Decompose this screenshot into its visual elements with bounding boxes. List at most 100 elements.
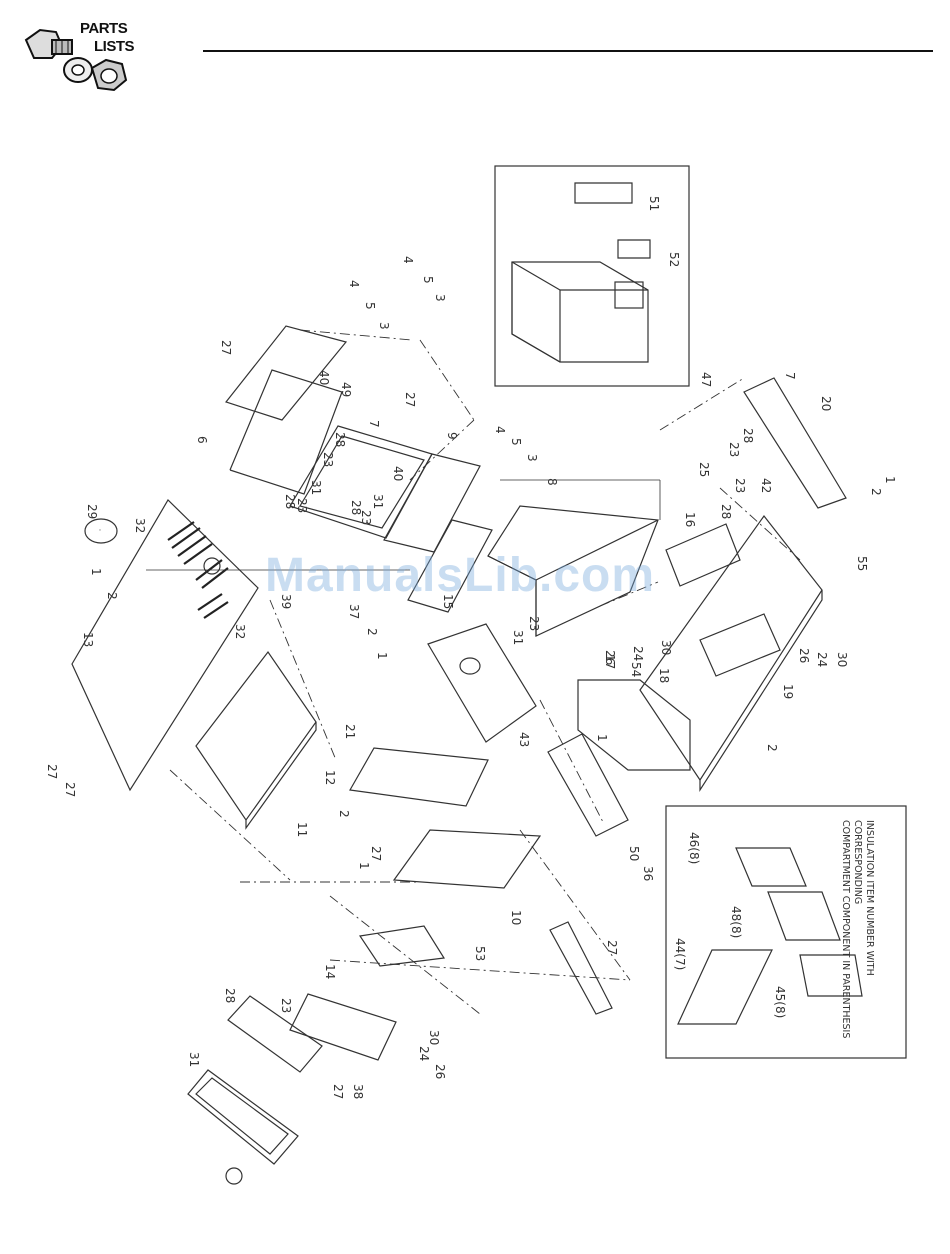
callout-23a: 23	[321, 452, 335, 467]
callout-55: 55	[855, 556, 869, 571]
parts-lists-logo: PARTS LISTS	[22, 18, 135, 104]
callout-18: 43	[517, 732, 531, 747]
duct-18	[427, 623, 537, 743]
callout-27a: 27	[219, 340, 233, 355]
callout-49: 49	[339, 382, 353, 397]
callout-23e: 23	[733, 478, 747, 493]
callout-28c: 28	[349, 500, 363, 515]
watermark: ManualsLib.com	[265, 549, 656, 602]
callout-28d: 28	[741, 428, 755, 443]
insulation-note-line1: INSULATION ITEM NUMBER WITH CORRESPONDIN…	[852, 820, 875, 976]
callout-36: 27	[605, 940, 619, 955]
callout-30b: 30	[835, 652, 849, 667]
callout-1e: 36	[641, 866, 655, 881]
callout-5a: 5	[363, 302, 377, 310]
insulation-label-46: 46(8)	[687, 832, 701, 864]
callout-30d: 27	[331, 1084, 345, 1099]
callout-28f: 30	[427, 1030, 441, 1045]
rail-36	[549, 921, 613, 1015]
front-panel-13	[71, 499, 259, 792]
callout-5b: 5	[421, 276, 435, 284]
louver-panel-9	[383, 453, 481, 553]
callout-19: 1	[595, 734, 609, 742]
header-divider	[203, 50, 933, 52]
callout-4c: 4	[493, 426, 507, 434]
callout-28a: 28	[333, 432, 347, 447]
callout-3a: 3	[377, 322, 391, 330]
callout-54: 21	[343, 724, 357, 739]
callout-8: 8	[545, 478, 559, 486]
callout-24c: 54	[629, 662, 643, 677]
callout-24b: 24	[815, 652, 829, 667]
callout-14: 31	[187, 1052, 201, 1067]
callout-4a: 4	[347, 280, 361, 288]
callout-30a: 30	[659, 640, 673, 655]
callout-42: 42	[759, 478, 773, 493]
callout-16: 16	[683, 512, 697, 527]
callout-4b: 4	[401, 256, 415, 264]
block-50	[358, 925, 446, 967]
inset-enclosure	[511, 261, 649, 363]
callout-2b: 2	[105, 592, 119, 600]
box-10	[289, 993, 397, 1061]
callout-28e: 28	[719, 504, 733, 519]
callout-29: 29	[85, 504, 99, 519]
callout-27b: 27	[403, 392, 417, 407]
callout-51: 51	[647, 196, 661, 211]
panel-15	[407, 519, 493, 613]
callout-23f: 23	[527, 616, 541, 631]
callout-15: 15	[441, 594, 455, 609]
insulation-label-45: 45(8)	[773, 986, 787, 1018]
bracket-19	[547, 733, 629, 837]
callout-2e: 50	[627, 846, 641, 861]
inset-block-51	[574, 182, 633, 204]
callout-39: 39	[279, 594, 293, 609]
callout-23d: 23	[727, 442, 741, 457]
callout-10: 14	[323, 964, 337, 979]
callout-24a: 24	[631, 646, 645, 661]
callout-20: 20	[819, 396, 833, 411]
callout-27f: 23	[279, 998, 293, 1013]
callout-24d: 38	[351, 1084, 365, 1099]
callout-31d: 26	[433, 1064, 447, 1079]
callout-12: 27	[369, 846, 383, 861]
insulation-46	[735, 847, 807, 887]
top-rail-6	[224, 325, 348, 421]
callout-32a: 32	[133, 518, 147, 533]
insulation-label-44: 44(7)	[673, 938, 687, 970]
callout-1b: 1	[89, 568, 103, 576]
callout-7b: 7	[783, 372, 797, 380]
inset-box-top	[494, 165, 690, 387]
callout-2c: 2	[365, 628, 379, 636]
callout-3b: 3	[433, 294, 447, 302]
callout-43: 11	[295, 822, 309, 837]
insulation-label-48: 48(8)	[729, 906, 743, 938]
logo-text-parts: PARTS	[80, 20, 128, 37]
insulation-45	[799, 954, 863, 997]
panel-12	[392, 829, 542, 889]
callout-5c: 5	[509, 438, 523, 446]
callout-11: 12	[323, 770, 337, 785]
callout-50: 53	[473, 946, 487, 961]
callout-1d: 27	[45, 764, 59, 779]
logo-text-lists: LISTS	[94, 38, 135, 55]
callout-26b: 26	[797, 648, 811, 663]
callout-31c: 31	[511, 630, 525, 645]
callout-40b: 40	[391, 466, 405, 481]
callout-40a: 40	[317, 370, 331, 385]
insulation-note-line2: COMPARTMENT COMPONENT IN PARENTHESIS	[840, 820, 851, 1039]
insulation-44	[677, 949, 773, 1025]
insulation-48	[767, 891, 841, 941]
callout-25: 25	[697, 462, 711, 477]
brace-16	[665, 523, 741, 587]
panel-11	[349, 747, 489, 807]
callout-27d: 1	[357, 862, 371, 870]
brace-17	[699, 613, 781, 677]
inset-box-bottom	[665, 805, 907, 1059]
callout-30c: 18	[657, 668, 671, 683]
door-14	[187, 1069, 299, 1165]
callout-53: 28	[223, 988, 237, 1003]
callout-17: 19	[781, 684, 795, 699]
callout-21: 2	[765, 744, 779, 752]
